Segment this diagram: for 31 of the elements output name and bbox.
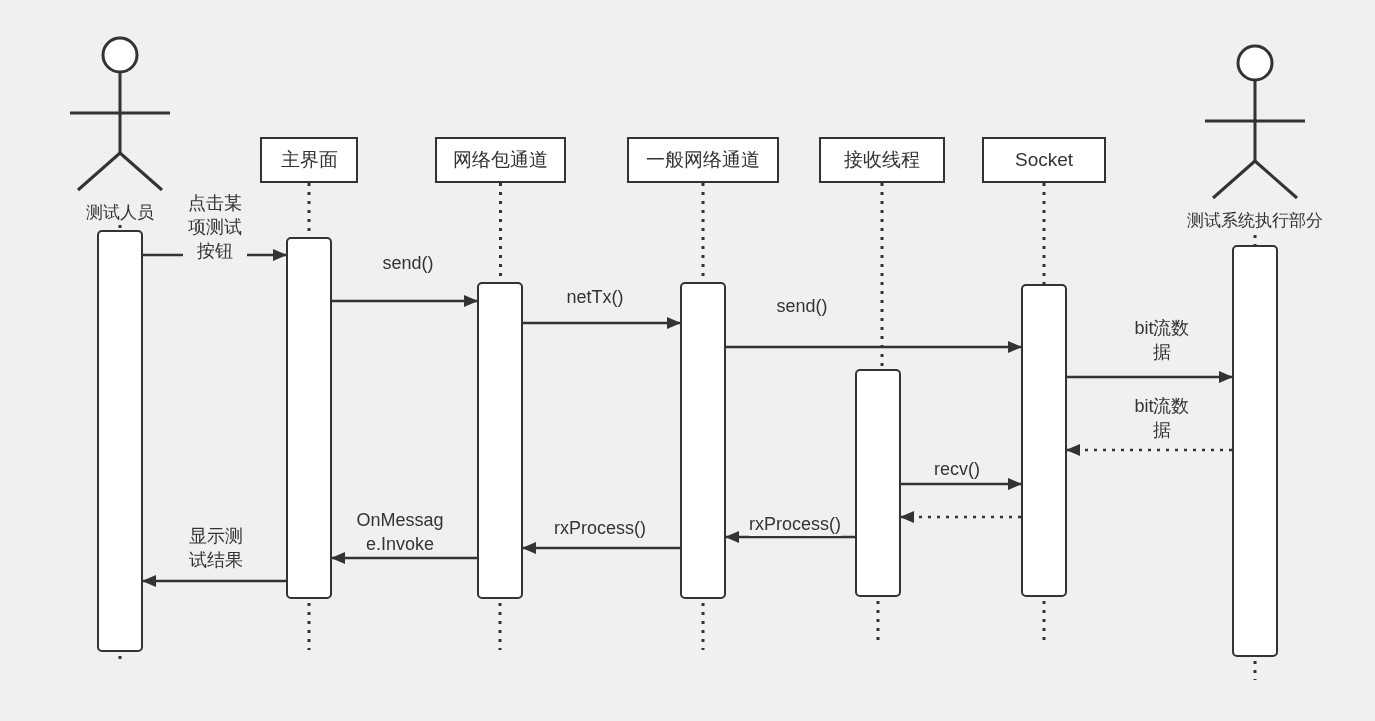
lifeline <box>1253 235 1257 245</box>
activation-bar <box>477 282 523 599</box>
actor-name: 测试人员 <box>86 202 154 224</box>
participant-box: 主界面 <box>260 137 358 183</box>
message-arrow <box>142 575 286 587</box>
activation-bar <box>680 282 726 599</box>
message-arrow <box>332 295 478 307</box>
message-label: 显示测试结果 <box>189 524 243 572</box>
activation-bar <box>1021 284 1067 597</box>
participant-box: 网络包通道 <box>435 137 566 183</box>
message-arrow <box>331 552 477 564</box>
activation-bar <box>286 237 332 599</box>
message-arrow <box>1067 371 1233 383</box>
message-arrow <box>523 317 681 329</box>
participant-box: Socket <box>982 137 1106 183</box>
lifeline <box>880 183 884 369</box>
participant-box: 接收线程 <box>819 137 945 183</box>
return-arrow <box>900 511 1021 523</box>
actor-name: 测试系统执行部分 <box>1187 210 1323 232</box>
activation-bar <box>855 369 901 597</box>
activation-bar <box>97 230 143 652</box>
activation-bar <box>1232 245 1278 657</box>
return-arrow <box>1066 444 1232 456</box>
participant-box: 一般网络通道 <box>627 137 779 183</box>
message-arrow <box>726 341 1022 353</box>
lifeline <box>1042 183 1046 284</box>
lifeline <box>118 225 122 230</box>
message-label: 点击某项测试按钮 <box>183 191 247 263</box>
message-arrow <box>725 531 855 543</box>
message-arrow <box>522 542 680 554</box>
message-arrow <box>901 478 1022 490</box>
